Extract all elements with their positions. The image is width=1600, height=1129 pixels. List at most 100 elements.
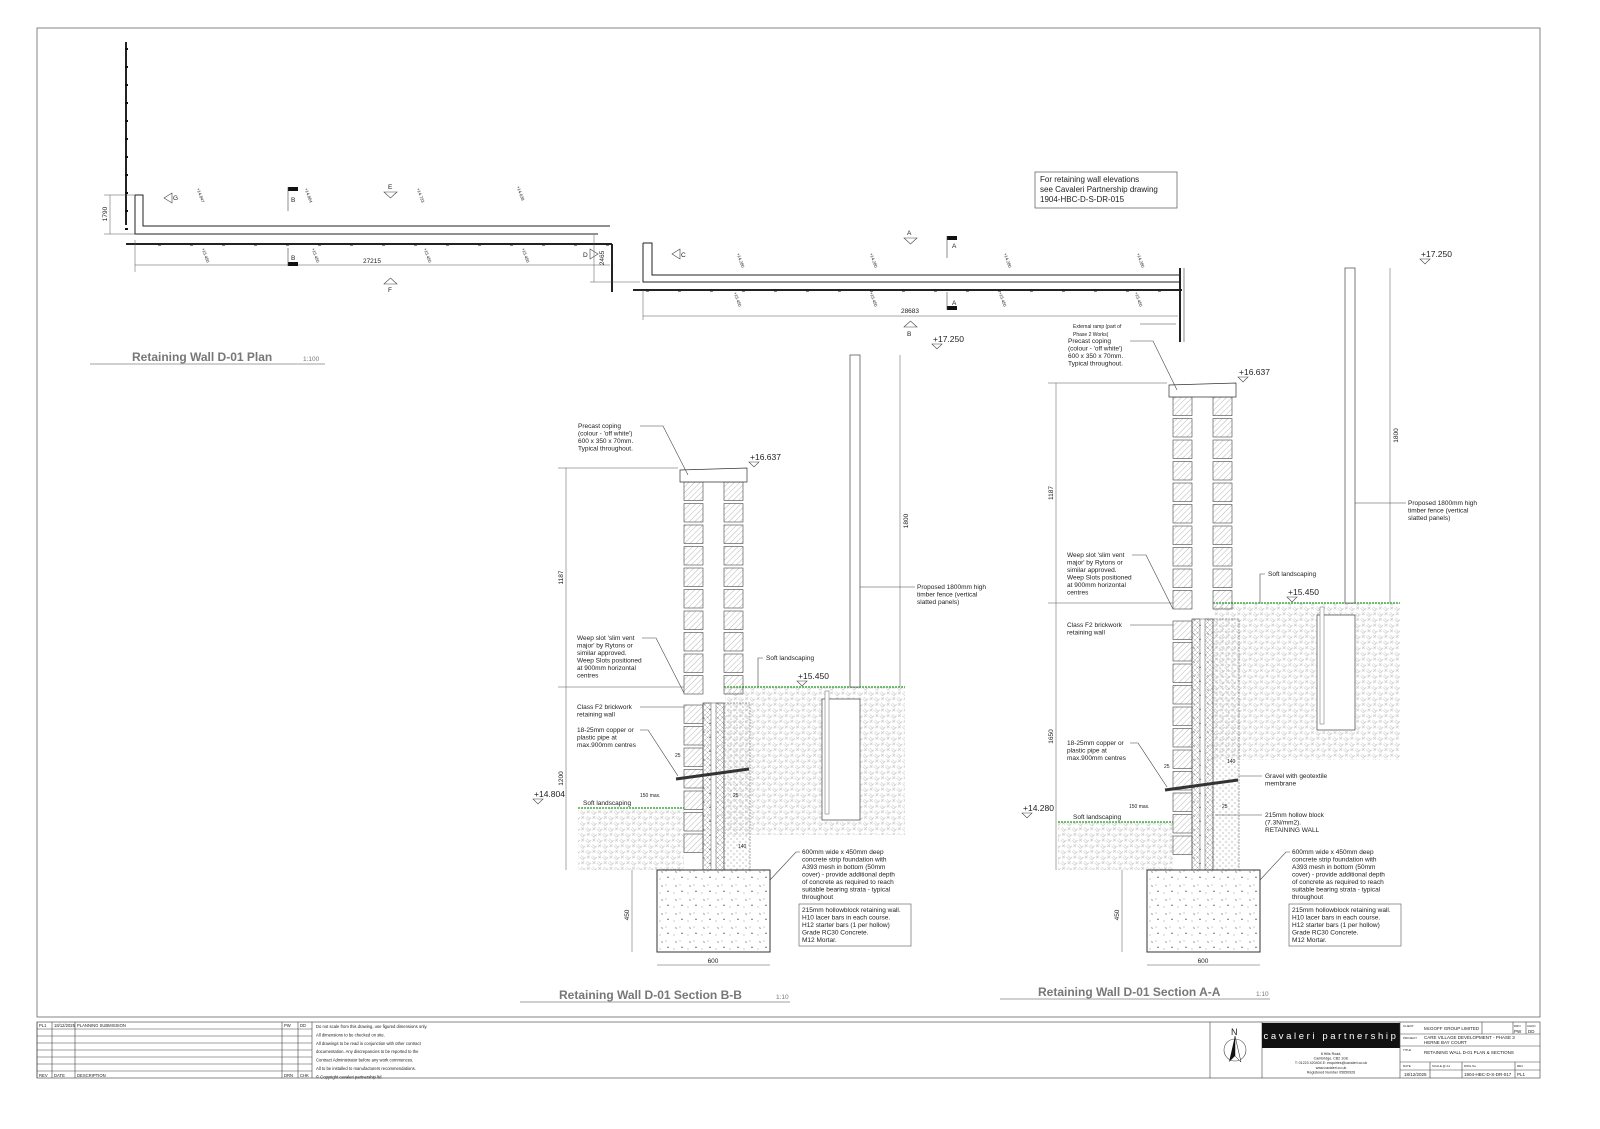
level-marker-icon (748, 461, 760, 468)
section-marker-e[interactable]: E (383, 184, 398, 199)
brick (723, 546, 744, 566)
revision-header: CHK (300, 1073, 309, 1078)
foundation-note: 600mm wide x 450mm deep (802, 849, 884, 856)
level-label: +14.280 (736, 252, 746, 269)
brick (1212, 396, 1233, 416)
brick (683, 726, 704, 746)
brick (1172, 792, 1193, 812)
section-bb-title: Retaining Wall D-01 Section B-B (559, 988, 742, 1002)
section-marker-b-lower[interactable]: B (903, 320, 918, 338)
brick-note: Class F2 brickwork (1067, 622, 1123, 629)
title-value: RETAINING WALL D-01 PLAN & SECTIONS (1424, 1050, 1514, 1055)
plan-view: 27215 28683 1790 2465 G B E B F D C A A … (90, 42, 1185, 365)
fence-post-marker (125, 192, 128, 194)
plan-scale: 1:100 (303, 356, 320, 363)
spec-box (1288, 903, 1402, 947)
level-marker-icon (1286, 596, 1298, 603)
brick (1172, 771, 1193, 791)
brick (1172, 418, 1193, 438)
brick (683, 704, 704, 724)
spec-note: 215mm hollowblock retaining wall. (1292, 907, 1391, 914)
dim-1790: 1790 (102, 206, 109, 221)
svg-text:A: A (952, 300, 957, 307)
pipe-note: 18-25mm copper or (1067, 740, 1125, 747)
brick (723, 567, 744, 587)
precast-coping (679, 467, 748, 483)
section-aa-scale: 1:10 (1256, 991, 1269, 998)
brick (1172, 525, 1193, 545)
brick (683, 653, 704, 673)
dim-27215: 27215 (363, 258, 381, 265)
section-marker-a-top[interactable]: A (903, 230, 918, 245)
weep-note: similar approved. (577, 650, 627, 657)
fence-post-marker (125, 66, 128, 68)
section-marker-d[interactable]: D (583, 248, 599, 260)
project-value-2: HERNE BAY COURT (1424, 1040, 1467, 1045)
brick (683, 812, 704, 832)
fence-note: Proposed 1800mm high (1408, 500, 1477, 507)
foundation-note: throughout (802, 894, 833, 901)
level-fence-top: +17.250 (933, 334, 964, 344)
brick (1212, 418, 1233, 438)
fence-post-marker (125, 84, 128, 86)
brick (683, 567, 704, 587)
section-marker-c[interactable]: C (671, 248, 686, 260)
section-marker-g[interactable]: G (163, 192, 178, 204)
dim-cavity: 140 (1227, 759, 1236, 765)
revision-cell: 18/12/2025 (54, 1023, 76, 1028)
pipe-note: 18-25mm copper or (577, 727, 635, 734)
coping-note: 600 x 350 x 70mm. (1068, 353, 1123, 360)
brick (723, 524, 744, 544)
level-label: +14.804 (304, 187, 314, 204)
brick (1212, 547, 1233, 567)
section-marker-b-top[interactable]: B (287, 187, 298, 211)
dim-upper: 1187 (1048, 486, 1055, 500)
brick (683, 632, 704, 652)
level-label: +15.450 (423, 247, 433, 264)
brick-note: retaining wall (1067, 630, 1105, 637)
svg-text:N: N (1231, 1027, 1238, 1037)
soft-landscaping-high: Soft landscaping (1268, 571, 1316, 578)
svg-text:G: G (173, 195, 178, 202)
svg-text:D: D (583, 252, 588, 259)
soft-landscaping-low: Soft landscaping (1073, 814, 1121, 821)
foundation-note: suitable bearing strata - typical (802, 887, 891, 894)
weep-note: at 900mm horizontal (577, 665, 636, 672)
foundation-note: cover) - provide additional depth (1292, 872, 1385, 879)
brick (683, 833, 704, 853)
revision-cell: PW (284, 1023, 291, 1028)
brick (723, 653, 744, 673)
foundation-note: A393 mesh in bottom (50mm (1292, 864, 1375, 871)
dim-pipe-height: 150 max. (1129, 804, 1150, 810)
revision-cell: PLANNING SUBMISSION (77, 1023, 126, 1028)
title-label: TITLE (1403, 1048, 1411, 1052)
brick (1172, 620, 1193, 640)
dwg-label: DWG No. (1464, 1064, 1477, 1068)
section-marker-b-bottom[interactable]: B (287, 248, 298, 266)
fence-post-marker (125, 120, 128, 122)
section-marker-a-bottom[interactable]: A (946, 292, 957, 310)
section-marker-a-right[interactable]: A (946, 236, 957, 258)
general-note-line: Contract Administrator before any work c… (316, 1058, 413, 1063)
section-marker-f[interactable]: F (383, 277, 398, 294)
concrete-footing (656, 869, 771, 953)
brick-note: Class F2 brickwork (577, 704, 633, 711)
level-label: +15.450 (201, 247, 211, 264)
brick (683, 790, 704, 810)
spec-box (798, 903, 912, 947)
level-label: +15.450 (1134, 291, 1144, 308)
spec-note: H10 lacer bars in each course. (1292, 915, 1380, 922)
concrete-footing (1146, 869, 1261, 953)
svg-text:F: F (388, 287, 392, 294)
level-fence-top: +17.250 (1421, 249, 1452, 259)
brick (683, 524, 704, 544)
dim-footing-depth: 450 (624, 909, 631, 920)
dim-pipe2: 25 (733, 793, 739, 799)
leader-line (642, 637, 685, 694)
spec-note: Grade RC30 Concrete. (802, 930, 869, 937)
drain-pipe (675, 767, 750, 781)
gravel-note: membrane (1265, 781, 1296, 788)
weep-note: Weep Slots positioned (577, 658, 642, 665)
address-line: www.cavaleri.co.uk (1316, 1066, 1347, 1070)
